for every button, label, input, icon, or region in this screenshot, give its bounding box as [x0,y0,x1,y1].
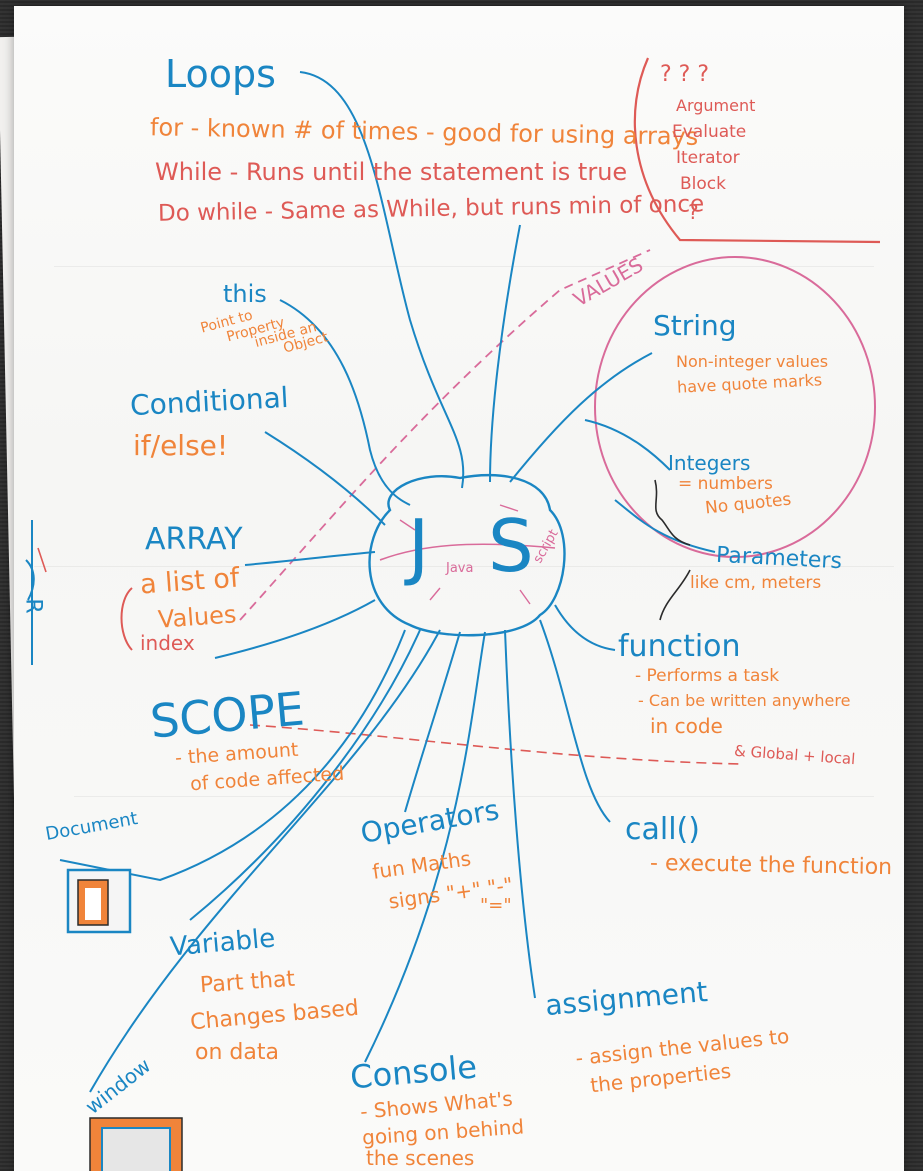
side-note-evaluate: Evaluate [672,122,747,142]
integers-title: Integers [668,451,751,475]
operators-note-3: "=" [480,895,512,916]
edge-mark: R [20,598,46,614]
array-note-index: index [140,631,195,655]
array-note-1: a list of [139,562,241,601]
window-icon [89,1117,183,1171]
center-s-letter: S [488,504,534,588]
call-note: - execute the function [649,850,893,881]
center-java-label: Java [446,561,474,576]
paper-sheet [14,6,904,1171]
conditional-title: Conditional [129,380,290,423]
side-note-question-marks: ? ? ? [660,62,710,87]
integers-note-1: = numbers [678,474,773,494]
function-note-1: - Performs a task [635,666,780,686]
string-note-1: Non-integer values [676,352,829,371]
console-title: Console [348,1047,479,1097]
function-title: function [618,629,741,664]
side-note-argument: Argument [676,96,756,115]
console-note-3: the scenes [366,1146,475,1170]
document-icon [66,868,132,934]
side-note-block: Block [680,174,726,194]
string-title: String [653,309,737,342]
call-title: call() [625,812,700,847]
function-note-3: in code [650,714,723,738]
this-title: this [223,280,267,308]
array-note-2: Values [157,600,238,634]
side-note-iterator: Iterator [676,148,740,168]
scope-title: SCOPE [147,681,307,749]
center-j-letter: J [408,504,430,588]
parameters-note: like cm, meters [690,573,822,593]
conditional-note: if/else! [133,429,229,462]
loops-line-while: While - Runs until the statement is true [155,158,628,186]
variable-note-3: on data [195,1040,279,1065]
loops-title: Loops [165,52,276,96]
function-note-2: - Can be written anywhere [638,691,851,710]
side-note-end-mark: ? [688,200,699,224]
array-title: ARRAY [145,522,243,557]
